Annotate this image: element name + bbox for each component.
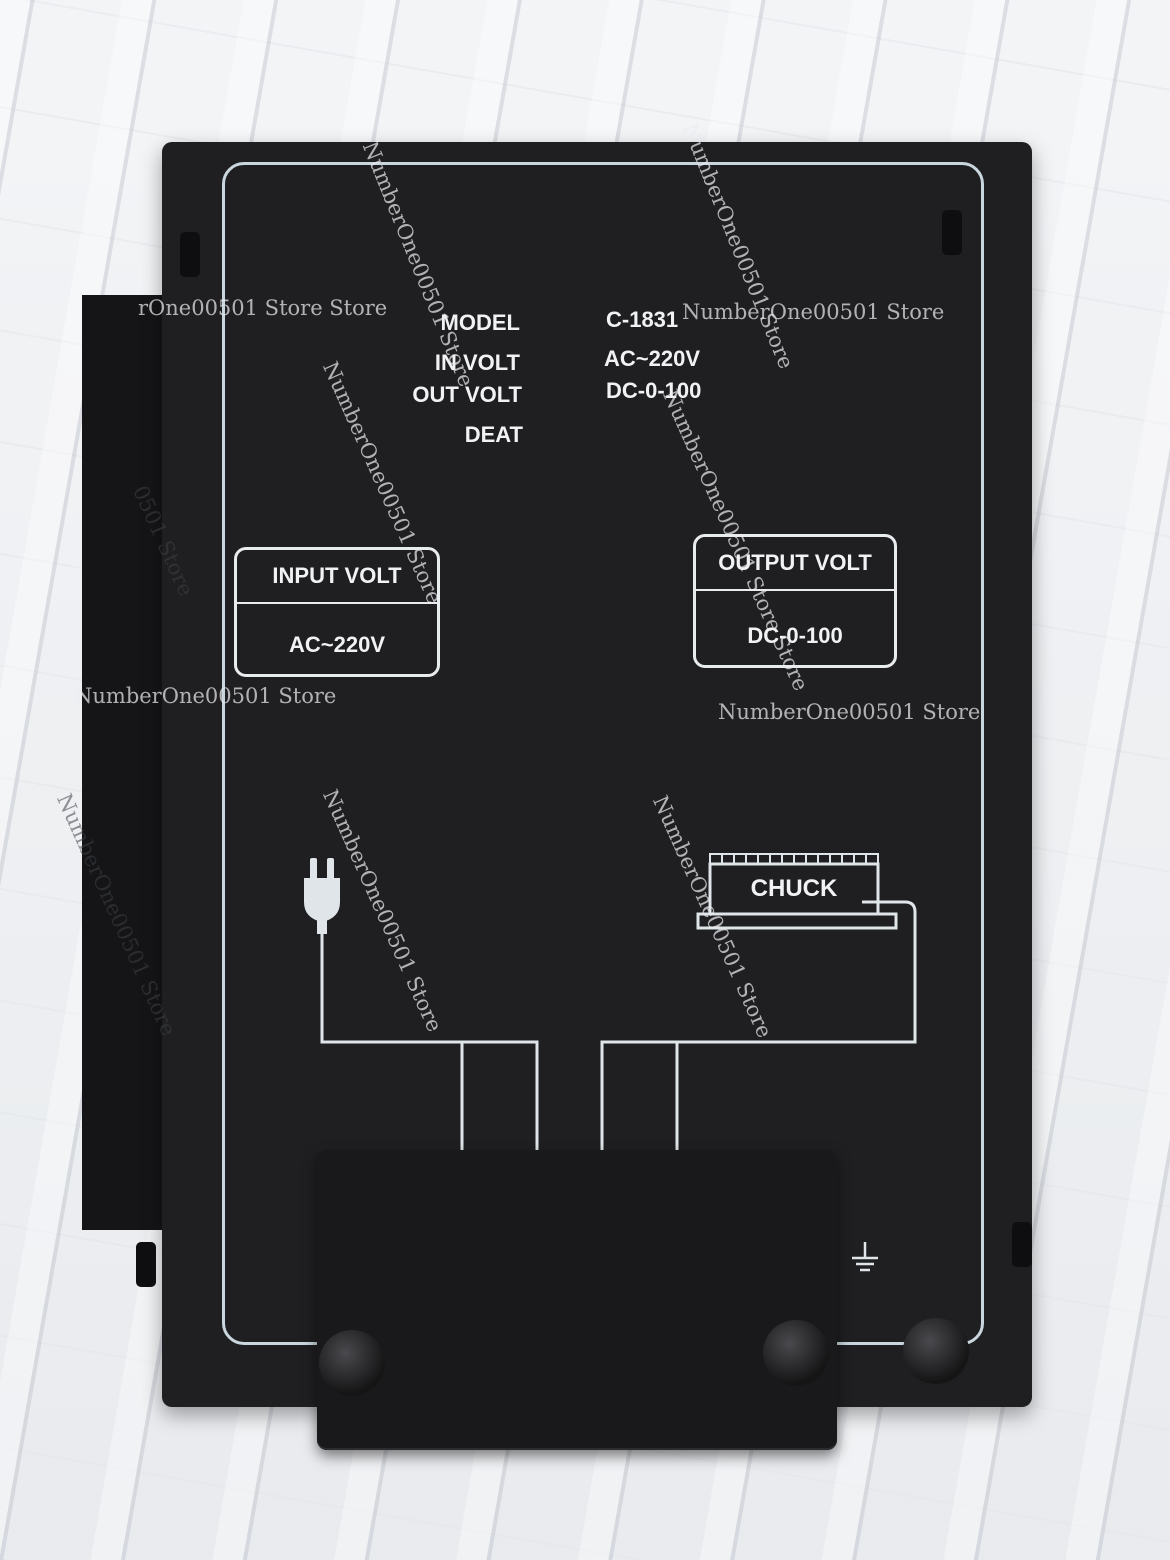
input-volt-title: INPUT VOLT [272, 563, 402, 588]
chuck-label: CHUCK [750, 875, 838, 902]
out-volt-value: DC-0-100 [606, 378, 702, 403]
model-value: C-1831 [606, 307, 679, 332]
power-controller-device: MODEL C-1831 IN VOLT AC~220V OUT VOLT DC… [136, 142, 1032, 1450]
out-volt-label: OUT VOLT [412, 382, 522, 407]
output-volt-value: DC-0-100 [747, 623, 843, 648]
chuck-icon [696, 853, 898, 930]
input-volt-value: AC~220V [288, 632, 385, 657]
input-volt-divider [237, 602, 437, 604]
watermark: NumberOne00501 Store [74, 684, 337, 708]
in-volt-value: AC~220V [604, 346, 701, 371]
terminal-cover [317, 1150, 837, 1450]
mount-tab [180, 232, 200, 277]
screw-icon [763, 1320, 829, 1386]
input-volt-box: INPUT VOLT AC~220V [234, 547, 440, 677]
device-side-bracket [82, 295, 162, 1230]
deat-label: DEAT [464, 422, 523, 447]
mount-tab [136, 1242, 156, 1287]
model-label: MODEL [440, 310, 520, 335]
mount-tab [942, 210, 962, 255]
output-volt-title: OUTPUT VOLT [718, 550, 872, 575]
screw-icon [903, 1318, 969, 1384]
wiring-diagram [304, 853, 917, 1272]
watermark: rOne00501 Store Store [138, 296, 388, 320]
output-volt-box: OUTPUT VOLT DC-0-100 [693, 534, 897, 668]
plug-icon [304, 858, 340, 934]
ground-icon [852, 1242, 878, 1272]
watermark: NumberOne00501 Store [718, 700, 981, 724]
watermark: NumberOne00501 Store [682, 300, 945, 324]
mount-tab [1012, 1222, 1032, 1267]
output-volt-divider [696, 589, 894, 591]
in-volt-label: IN VOLT [434, 350, 520, 375]
screw-icon [319, 1330, 385, 1396]
